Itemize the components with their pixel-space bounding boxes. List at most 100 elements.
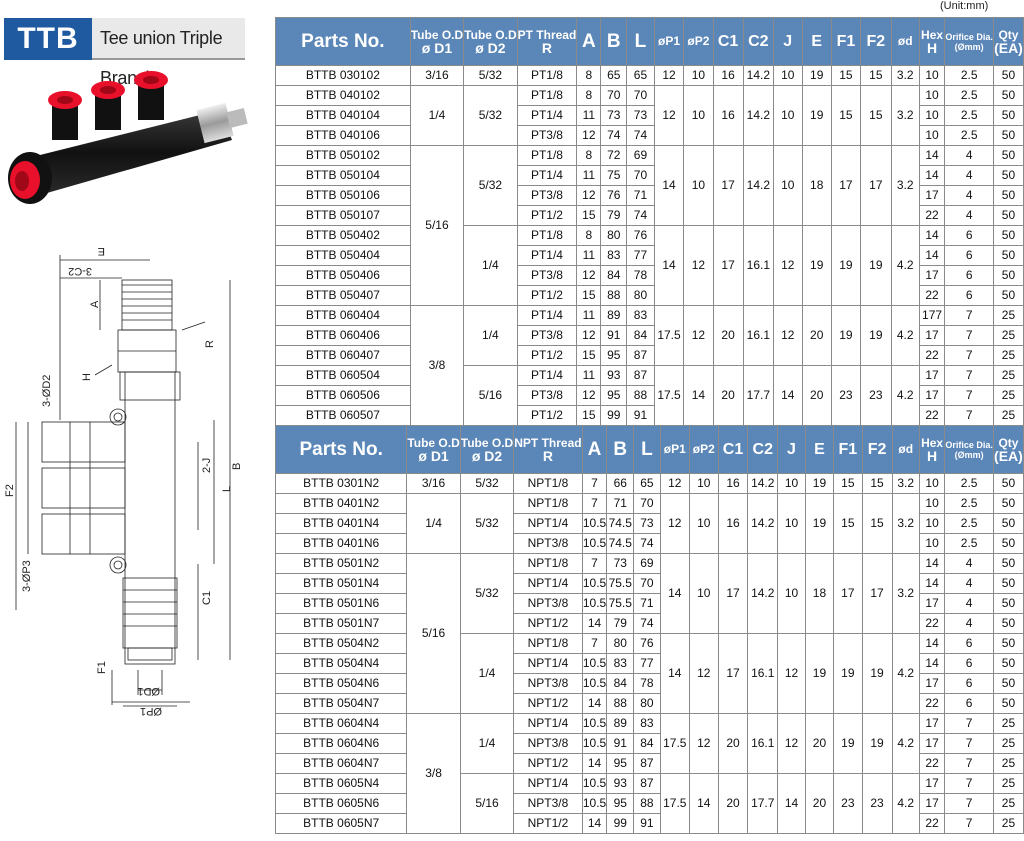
part-number-cell: BTTB 050104 (275, 165, 411, 186)
l-cell: 70 (626, 165, 655, 186)
l-cell: 83 (626, 305, 655, 326)
b-cell: 84 (606, 673, 635, 694)
d1-cell: 3/8 (409, 305, 465, 426)
dim-label-c2: 3-C2 (68, 265, 92, 277)
f1-cell: 15 (830, 85, 861, 146)
b-cell: 66 (606, 473, 635, 494)
orifice-cell: 6 (944, 693, 994, 714)
c1-cell: 20 (712, 365, 744, 426)
orifice-cell: 4 (944, 613, 994, 634)
col-j: J (773, 17, 803, 66)
qty-cell: 50 (992, 65, 1024, 86)
part-number-cell: BTTB 0605N6 (274, 793, 408, 814)
col-b: B (600, 17, 628, 66)
e-cell: 18 (801, 145, 832, 226)
hex-cell: 177 (918, 305, 946, 326)
f2-cell: 17 (861, 553, 893, 634)
p2-cell: 10 (683, 85, 714, 146)
hex-cell: 10 (918, 513, 946, 534)
qty-cell: 25 (992, 405, 1024, 426)
c2-cell: 16.1 (742, 305, 775, 366)
qty-cell: 25 (992, 813, 1024, 834)
qty-cell: 50 (992, 85, 1024, 106)
qty-cell: 25 (992, 385, 1024, 406)
dim-label-f2: F2 (4, 484, 16, 497)
p1-cell: 17.5 (653, 365, 685, 426)
qty-cell: 50 (992, 225, 1024, 246)
thread-cell: PT3/8 (516, 385, 578, 406)
part-number-cell: BTTB 060504 (275, 365, 411, 386)
col-qty: Qty(EA) (992, 425, 1024, 474)
j-cell: 14 (773, 365, 803, 426)
product-code-badge: TTB (4, 18, 92, 60)
qty-cell: 50 (992, 673, 1024, 694)
p1-cell: 12 (653, 65, 685, 86)
d1-cell: 5/16 (409, 145, 465, 306)
part-number-cell: BTTB 0604N7 (274, 753, 408, 774)
d2-cell: 5/32 (463, 145, 518, 226)
p2-cell: 12 (688, 713, 719, 774)
hex-cell: 17 (918, 733, 946, 754)
part-number-cell: BTTB 050102 (275, 145, 411, 166)
thread-cell: NPT3/8 (513, 733, 583, 754)
a-cell: 8 (576, 65, 602, 86)
l-cell: 76 (626, 225, 655, 246)
e-cell: 19 (801, 85, 832, 146)
b-cell: 93 (606, 773, 635, 794)
b-cell: 93 (600, 365, 628, 386)
part-number-cell: BTTB 040106 (275, 125, 411, 146)
a-cell: 12 (576, 265, 602, 286)
a-cell: 15 (576, 285, 602, 306)
c2-cell: 14.2 (742, 85, 775, 146)
thread-cell: PT1/2 (516, 345, 578, 366)
l-cell: 65 (633, 473, 661, 494)
qty-cell: 50 (992, 513, 1024, 534)
dim-label-d2: 3-ØD2 (41, 375, 53, 407)
thread-cell: NPT1/2 (513, 613, 583, 634)
orifice-cell: 6 (944, 245, 994, 266)
j-cell: 14 (777, 773, 806, 834)
a-cell: 7 (581, 633, 608, 654)
orifice-cell: 7 (944, 325, 994, 346)
dim-label-l: L (221, 486, 233, 492)
orifice-cell: 2.5 (944, 513, 994, 534)
hex-cell: 17 (918, 673, 946, 694)
l-cell: 78 (626, 265, 655, 286)
f2-cell: 19 (861, 633, 893, 714)
part-number-cell: BTTB 040102 (275, 85, 411, 106)
j-cell: 12 (777, 713, 806, 774)
a-cell: 8 (576, 85, 602, 106)
c1-cell: 17 (717, 633, 749, 714)
p1-cell: 17.5 (659, 713, 690, 774)
d1-cell: 3/16 (406, 473, 461, 494)
thread-cell: NPT3/8 (513, 593, 583, 614)
col-j: J (777, 425, 806, 474)
d2-cell: 5/32 (459, 473, 515, 494)
d-cell: 3.2 (890, 145, 920, 226)
part-number-cell: BTTB 0504N7 (274, 693, 408, 714)
col-p1: øP1 (659, 425, 690, 474)
p2-cell: 10 (688, 493, 719, 554)
a-cell: 7 (581, 493, 608, 514)
col-f1: F1 (830, 17, 861, 66)
part-number-cell: BTTB 0401N2 (274, 493, 408, 514)
hex-cell: 10 (918, 65, 946, 86)
hex-cell: 10 (918, 125, 946, 146)
part-number-cell: BTTB 050106 (275, 185, 411, 206)
f1-cell: 17 (830, 145, 861, 226)
d-cell: 4.2 (891, 633, 920, 714)
orifice-cell: 2.5 (944, 125, 994, 146)
part-number-cell: BTTB 050406 (275, 265, 411, 286)
orifice-cell: 7 (944, 773, 994, 794)
thread-cell: PT3/8 (516, 265, 578, 286)
b-cell: 73 (606, 553, 635, 574)
qty-cell: 50 (992, 125, 1024, 146)
part-number-cell: BTTB 0504N2 (274, 633, 408, 654)
orifice-cell: 6 (944, 633, 994, 654)
dimension-drawing: E 3-C2 A R H 3-ØD2 2-J L B F2 3-ØP3 C1 F… (4, 245, 243, 717)
a-cell: 7 (581, 473, 608, 494)
hex-cell: 10 (918, 105, 946, 126)
